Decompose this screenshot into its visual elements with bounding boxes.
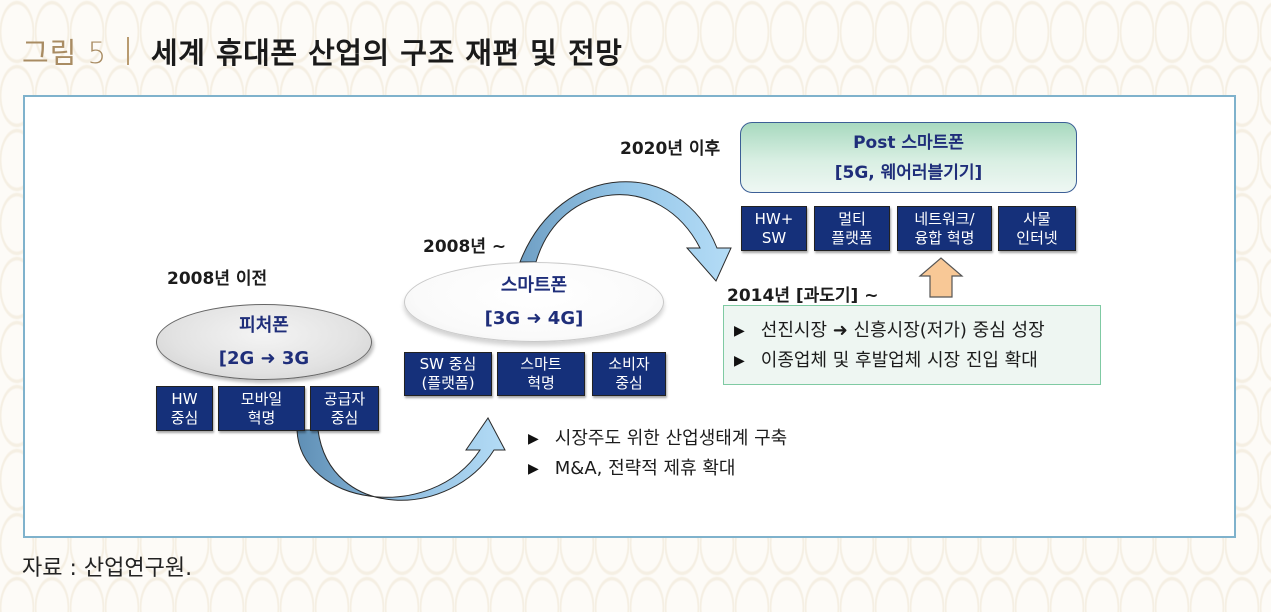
tag-consumer-center: 소비자 중심 <box>592 352 666 396</box>
post-smartphone-name: Post 스마트폰 <box>853 132 964 153</box>
smartphone-bullets: ▶ 시장주도 위한 산업생태계 구축 ▶ M&A, 전략적 제휴 확대 <box>528 424 787 484</box>
bullet-text: M&A, 전략적 제휴 확대 <box>554 458 736 479</box>
tag-smart-revolution: 스마트 혁명 <box>497 352 585 396</box>
period-label-post-smartphone: 2020년 이후 <box>620 139 721 159</box>
period-label-transition: 2014년 [과도기] ~ <box>727 286 879 306</box>
curved-arrow-to-smartphone <box>296 417 506 501</box>
bullet-item: ▶ 이종업체 및 후발업체 시장 진입 확대 <box>734 346 1100 376</box>
transition-info-box: ▶ 선진시장 ➜ 신흥시장(저가) 중심 성장 ▶ 이종업체 및 후발업체 시장… <box>723 305 1101 385</box>
tag-iot: 사물 인터넷 <box>998 206 1076 251</box>
bullet-item: ▶ 시장주도 위한 산업생태계 구축 <box>528 424 787 454</box>
figure-header: 그림 5 세계 휴대폰 산업의 구조 재편 및 전망 <box>22 28 622 74</box>
bullet-arrow-icon: ▶ <box>734 323 745 339</box>
post-smartphone-tech: [5G, 웨어러블기기] <box>834 162 983 183</box>
feature-phone-name: 피처폰 <box>239 315 289 336</box>
figure-label: 그림 5 <box>22 36 108 70</box>
up-arrow-icon <box>918 257 964 298</box>
tag-hw-sw: HW+ SW <box>741 206 807 251</box>
bullet-text: 이종업체 및 후발업체 시장 진입 확대 <box>760 350 1038 371</box>
tag-hw-center: HW 중심 <box>156 386 213 431</box>
bullet-item: ▶ M&A, 전략적 제휴 확대 <box>528 454 787 484</box>
bullet-text: 선진시장 ➜ 신흥시장(저가) 중심 성장 <box>760 320 1045 341</box>
period-label-feature-phone: 2008년 이전 <box>167 269 268 289</box>
feature-phone-ellipse: 피처폰 [2G ➜ 3G <box>156 304 372 380</box>
curved-arrow-to-transition <box>519 181 732 282</box>
tag-supplier-center: 공급자 중심 <box>310 386 379 431</box>
bullet-arrow-icon: ▶ <box>528 461 539 477</box>
post-smartphone-box: Post 스마트폰 [5G, 웨어러블기기] <box>740 122 1077 193</box>
feature-phone-tech: [2G ➜ 3G <box>218 348 310 369</box>
figure-title: 세계 휴대폰 산업의 구조 재편 및 전망 <box>151 36 623 70</box>
tag-mobile-revolution: 모바일 혁명 <box>218 386 305 431</box>
tag-multi-platform: 멀티 플랫폼 <box>814 206 890 251</box>
title-divider <box>127 37 130 65</box>
bullet-arrow-icon: ▶ <box>734 353 745 369</box>
bullet-item: ▶ 선진시장 ➜ 신흥시장(저가) 중심 성장 <box>734 316 1100 346</box>
smartphone-tech: [3G ➜ 4G] <box>484 308 584 329</box>
smartphone-name: 스마트폰 <box>500 275 568 296</box>
smartphone-ellipse: 스마트폰 [3G ➜ 4G] <box>404 262 664 342</box>
period-label-smartphone: 2008년 ~ <box>423 237 507 257</box>
tag-network-convergence: 네트워크/ 융합 혁명 <box>897 206 992 251</box>
tag-sw-platform: SW 중심 (플랫폼) <box>404 352 492 396</box>
bullet-text: 시장주도 위한 산업생태계 구축 <box>554 428 788 449</box>
figure-source: 자료 : 산업연구원. <box>22 556 193 581</box>
bullet-arrow-icon: ▶ <box>528 431 539 447</box>
